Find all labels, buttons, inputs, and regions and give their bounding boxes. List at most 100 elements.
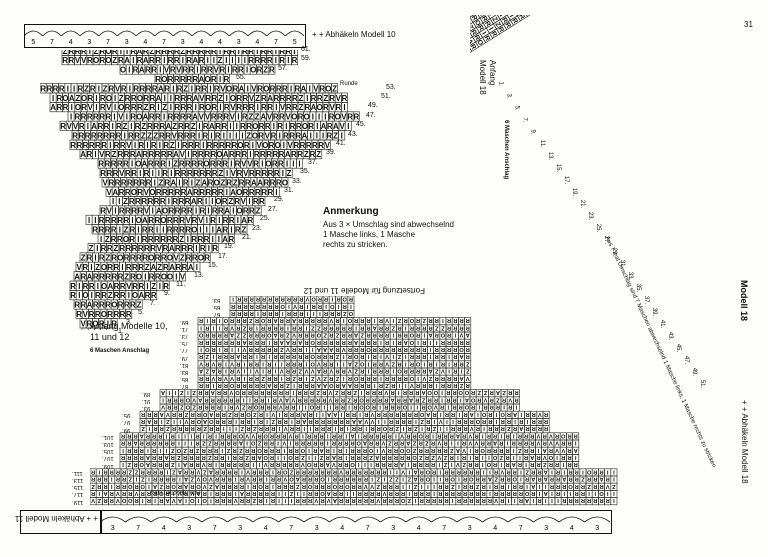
stitch-symbol: I <box>137 235 139 244</box>
stitch-symbol: I <box>159 282 161 291</box>
stitch-symbol: R <box>326 447 330 453</box>
stitch-symbol: R <box>155 272 161 281</box>
stitch-symbol: I <box>225 368 227 374</box>
border-digit: 5 <box>31 39 35 46</box>
stitch-symbol: R <box>165 476 169 482</box>
stitch-symbol: R <box>310 389 314 395</box>
stitch-symbol: R <box>431 461 435 467</box>
stitch-symbol: O <box>368 447 373 453</box>
stitch-symbol: V <box>606 483 610 489</box>
chart-cell <box>296 158 303 169</box>
stitch-symbol: V <box>555 440 559 446</box>
stitch-symbol: R <box>125 103 131 112</box>
stitch-symbol: I <box>114 94 116 103</box>
stitch-symbol: I <box>246 440 248 446</box>
stitch-symbol: I <box>146 141 148 150</box>
stitch-symbol: R <box>453 368 457 374</box>
chart-cell <box>344 120 352 131</box>
stitch-symbol: R <box>366 382 370 388</box>
stitch-symbol: R <box>227 490 231 496</box>
stitch-symbol: I <box>342 353 344 359</box>
stitch-symbol: R <box>174 56 180 65</box>
stitch-symbol: R <box>224 339 228 345</box>
stitch-symbol: R <box>419 447 423 453</box>
stitch-symbol: R <box>447 317 451 323</box>
stitch-symbol: R <box>397 396 401 402</box>
stitch-symbol: R <box>78 131 84 140</box>
stitch-symbol: V <box>317 360 321 366</box>
stitch-symbol: I <box>423 360 425 366</box>
stitch-symbol: I <box>350 303 352 309</box>
stitch-symbol: R <box>155 50 161 56</box>
stitch-symbol: I <box>308 447 310 453</box>
stitch-symbol: I <box>275 188 277 197</box>
stitch-symbol: V <box>474 440 478 446</box>
stitch-symbol: R <box>255 360 259 366</box>
stitch-symbol: V <box>288 432 292 438</box>
stitch-symbol: R <box>139 178 145 187</box>
chart-cell <box>315 149 323 160</box>
stitch-symbol: I <box>371 476 373 482</box>
stitch-symbol: Z <box>335 353 339 359</box>
stitch-symbol: R <box>243 303 247 309</box>
stitch-symbol: R <box>158 432 162 438</box>
stitch-symbol: A <box>413 476 417 482</box>
stitch-symbol: R <box>271 490 275 496</box>
stitch-symbol: R <box>72 131 78 140</box>
stitch-symbol: V <box>555 447 559 453</box>
stitch-symbol: R <box>81 50 87 56</box>
stitch-symbol: Z <box>388 476 392 482</box>
stitch-symbol: R <box>233 454 237 460</box>
stitch-symbol: Z <box>323 94 328 103</box>
stitch-symbol: A <box>363 440 367 446</box>
stitch-symbol: I <box>124 131 126 140</box>
stitch-symbol: Z <box>310 324 314 330</box>
stitch-symbol: R <box>239 461 243 467</box>
stitch-symbol: V <box>339 122 345 131</box>
stitch-symbol: R <box>493 447 497 453</box>
stitch-symbol: A <box>142 216 148 225</box>
stitch-symbol: V <box>184 418 188 424</box>
border-digit: 4 <box>255 39 259 46</box>
stitch-symbol: R <box>482 483 486 489</box>
stitch-symbol: I <box>588 490 590 496</box>
stitch-symbol: V <box>370 411 374 417</box>
stitch-symbol: V <box>144 207 150 216</box>
stitch-symbol: R <box>310 150 316 159</box>
stitch-symbol: R <box>195 461 199 467</box>
stitch-symbol: I <box>88 216 90 225</box>
stitch-symbol: Z <box>387 440 391 446</box>
stitch-symbol: A <box>203 418 207 424</box>
stitch-symbol: R <box>475 476 479 482</box>
stitch-symbol: R <box>143 50 149 56</box>
stitch-symbol: R <box>234 468 238 474</box>
stitch-symbol: R <box>138 263 144 272</box>
stitch-symbol: R <box>234 411 238 417</box>
stitch-symbol: I <box>94 216 96 225</box>
stitch-symbol: R <box>434 396 438 402</box>
stitch-symbol: R <box>229 396 233 402</box>
stitch-symbol: V <box>305 296 309 302</box>
stitch-symbol: V <box>203 483 207 489</box>
stitch-symbol: R <box>159 122 165 131</box>
stitch-symbol: O <box>415 360 420 366</box>
stitch-symbol: R <box>322 389 326 395</box>
stitch-symbol: R <box>132 263 138 272</box>
chart-cell <box>246 214 254 225</box>
stitch-symbol: R <box>394 440 398 446</box>
stitch-symbol: R <box>267 346 271 352</box>
stitch-symbol: I <box>489 483 491 489</box>
stitch-symbol: I <box>160 418 162 424</box>
stitch-symbol: R <box>447 324 451 330</box>
stitch-symbol: I <box>613 490 615 496</box>
stitch-symbol: I <box>159 447 161 453</box>
stitch-symbol: R <box>599 483 603 489</box>
stitch-symbol: I <box>292 160 294 169</box>
stitch-symbol: O <box>132 291 138 300</box>
stitch-symbol: V <box>291 396 295 402</box>
scallop-arc <box>42 30 62 37</box>
stitch-symbol: V <box>422 375 426 381</box>
stitch-symbol: R <box>288 461 292 467</box>
stitch-symbol: Z <box>192 389 196 395</box>
stitch-symbol: V <box>279 404 283 410</box>
